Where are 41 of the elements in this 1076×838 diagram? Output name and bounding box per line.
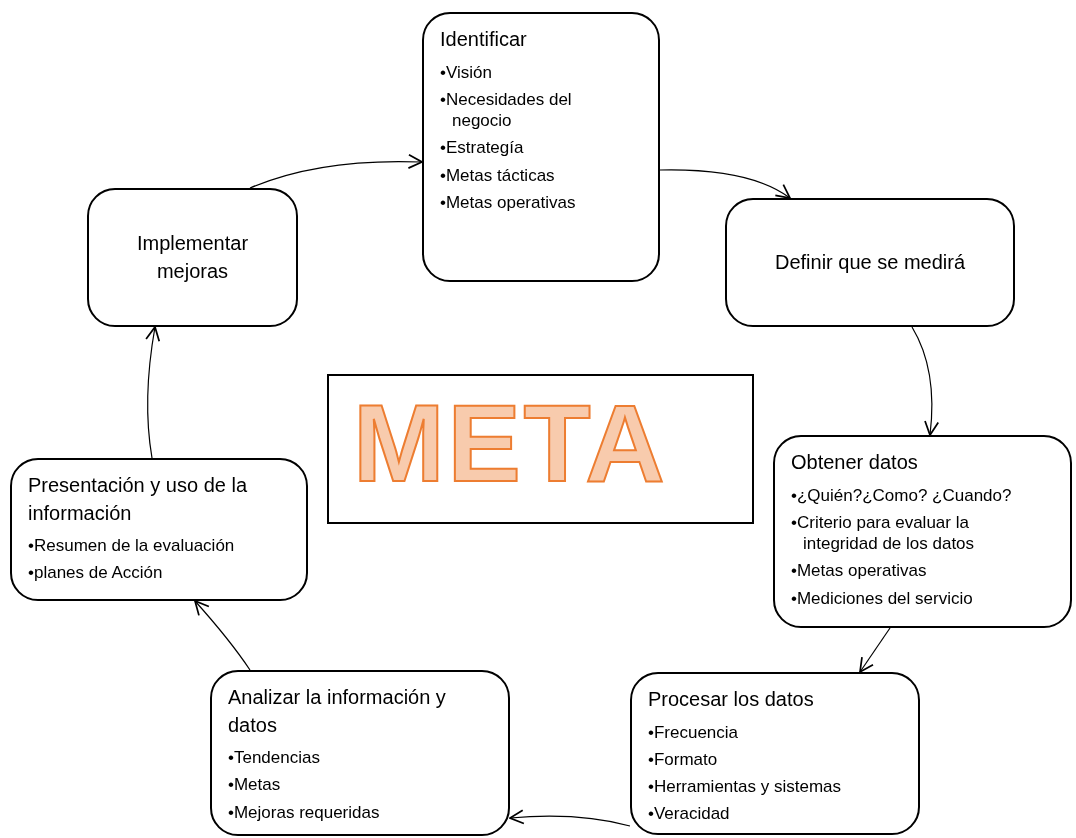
process-box bbox=[773, 435, 1072, 628]
arrow bbox=[145, 326, 161, 459]
arrow bbox=[509, 809, 631, 827]
title-box bbox=[327, 374, 754, 524]
process-box bbox=[422, 12, 660, 282]
bullet-item: •Metas bbox=[228, 774, 282, 796]
process-box bbox=[87, 188, 298, 327]
bullet-item: •Mejoras requeridas bbox=[228, 801, 381, 823]
bullet-item: •planes de Acción bbox=[28, 562, 164, 584]
bullet-item: •Veracidad bbox=[648, 803, 731, 825]
bullet-item: •Frecuencia bbox=[648, 721, 740, 743]
title-text: META bbox=[353, 388, 668, 498]
step-title: Procesar los datos bbox=[648, 687, 815, 712]
process-box bbox=[630, 672, 920, 835]
bullet-item: •Criterio para evaluar la integridad de los datos bbox=[791, 511, 976, 555]
step-title: Analizar la información y datos bbox=[228, 685, 447, 738]
step-title: Definir que se medirá bbox=[774, 249, 966, 275]
arrow bbox=[249, 154, 423, 189]
arrow bbox=[659, 169, 791, 199]
step-title: Identificar bbox=[440, 27, 528, 52]
process-box bbox=[10, 458, 308, 601]
step-title: Implementar mejoras bbox=[135, 231, 250, 284]
process-box bbox=[210, 670, 510, 836]
step-title: Presentación y uso de la información bbox=[28, 473, 249, 526]
bullet-item: •Formato bbox=[648, 748, 719, 770]
process-box bbox=[725, 198, 1015, 327]
arrow bbox=[911, 326, 939, 436]
bullet-item: •Metas tácticas bbox=[440, 164, 556, 186]
arrow bbox=[859, 627, 891, 673]
bullet-item: •Resumen de la evaluación bbox=[28, 535, 236, 557]
bullet-item: •Necesidades del negocio bbox=[440, 88, 573, 132]
bullet-item: •Mediciones del servicio bbox=[791, 587, 974, 609]
bullet-item: •Tendencias bbox=[228, 747, 321, 769]
bullet-item: •¿Quién?¿Como? ¿Cuando? bbox=[791, 484, 1013, 506]
bullet-item: •Metas operativas bbox=[791, 560, 928, 582]
bullet-item: •Estrategía bbox=[440, 137, 525, 159]
step-title: Obtener datos bbox=[791, 450, 919, 475]
bullet-item: •Herramientas y sistemas bbox=[648, 776, 842, 798]
arrow bbox=[194, 600, 251, 671]
bullet-item: •Metas operativas bbox=[440, 191, 577, 213]
bullet-item: •Visión bbox=[440, 61, 493, 83]
